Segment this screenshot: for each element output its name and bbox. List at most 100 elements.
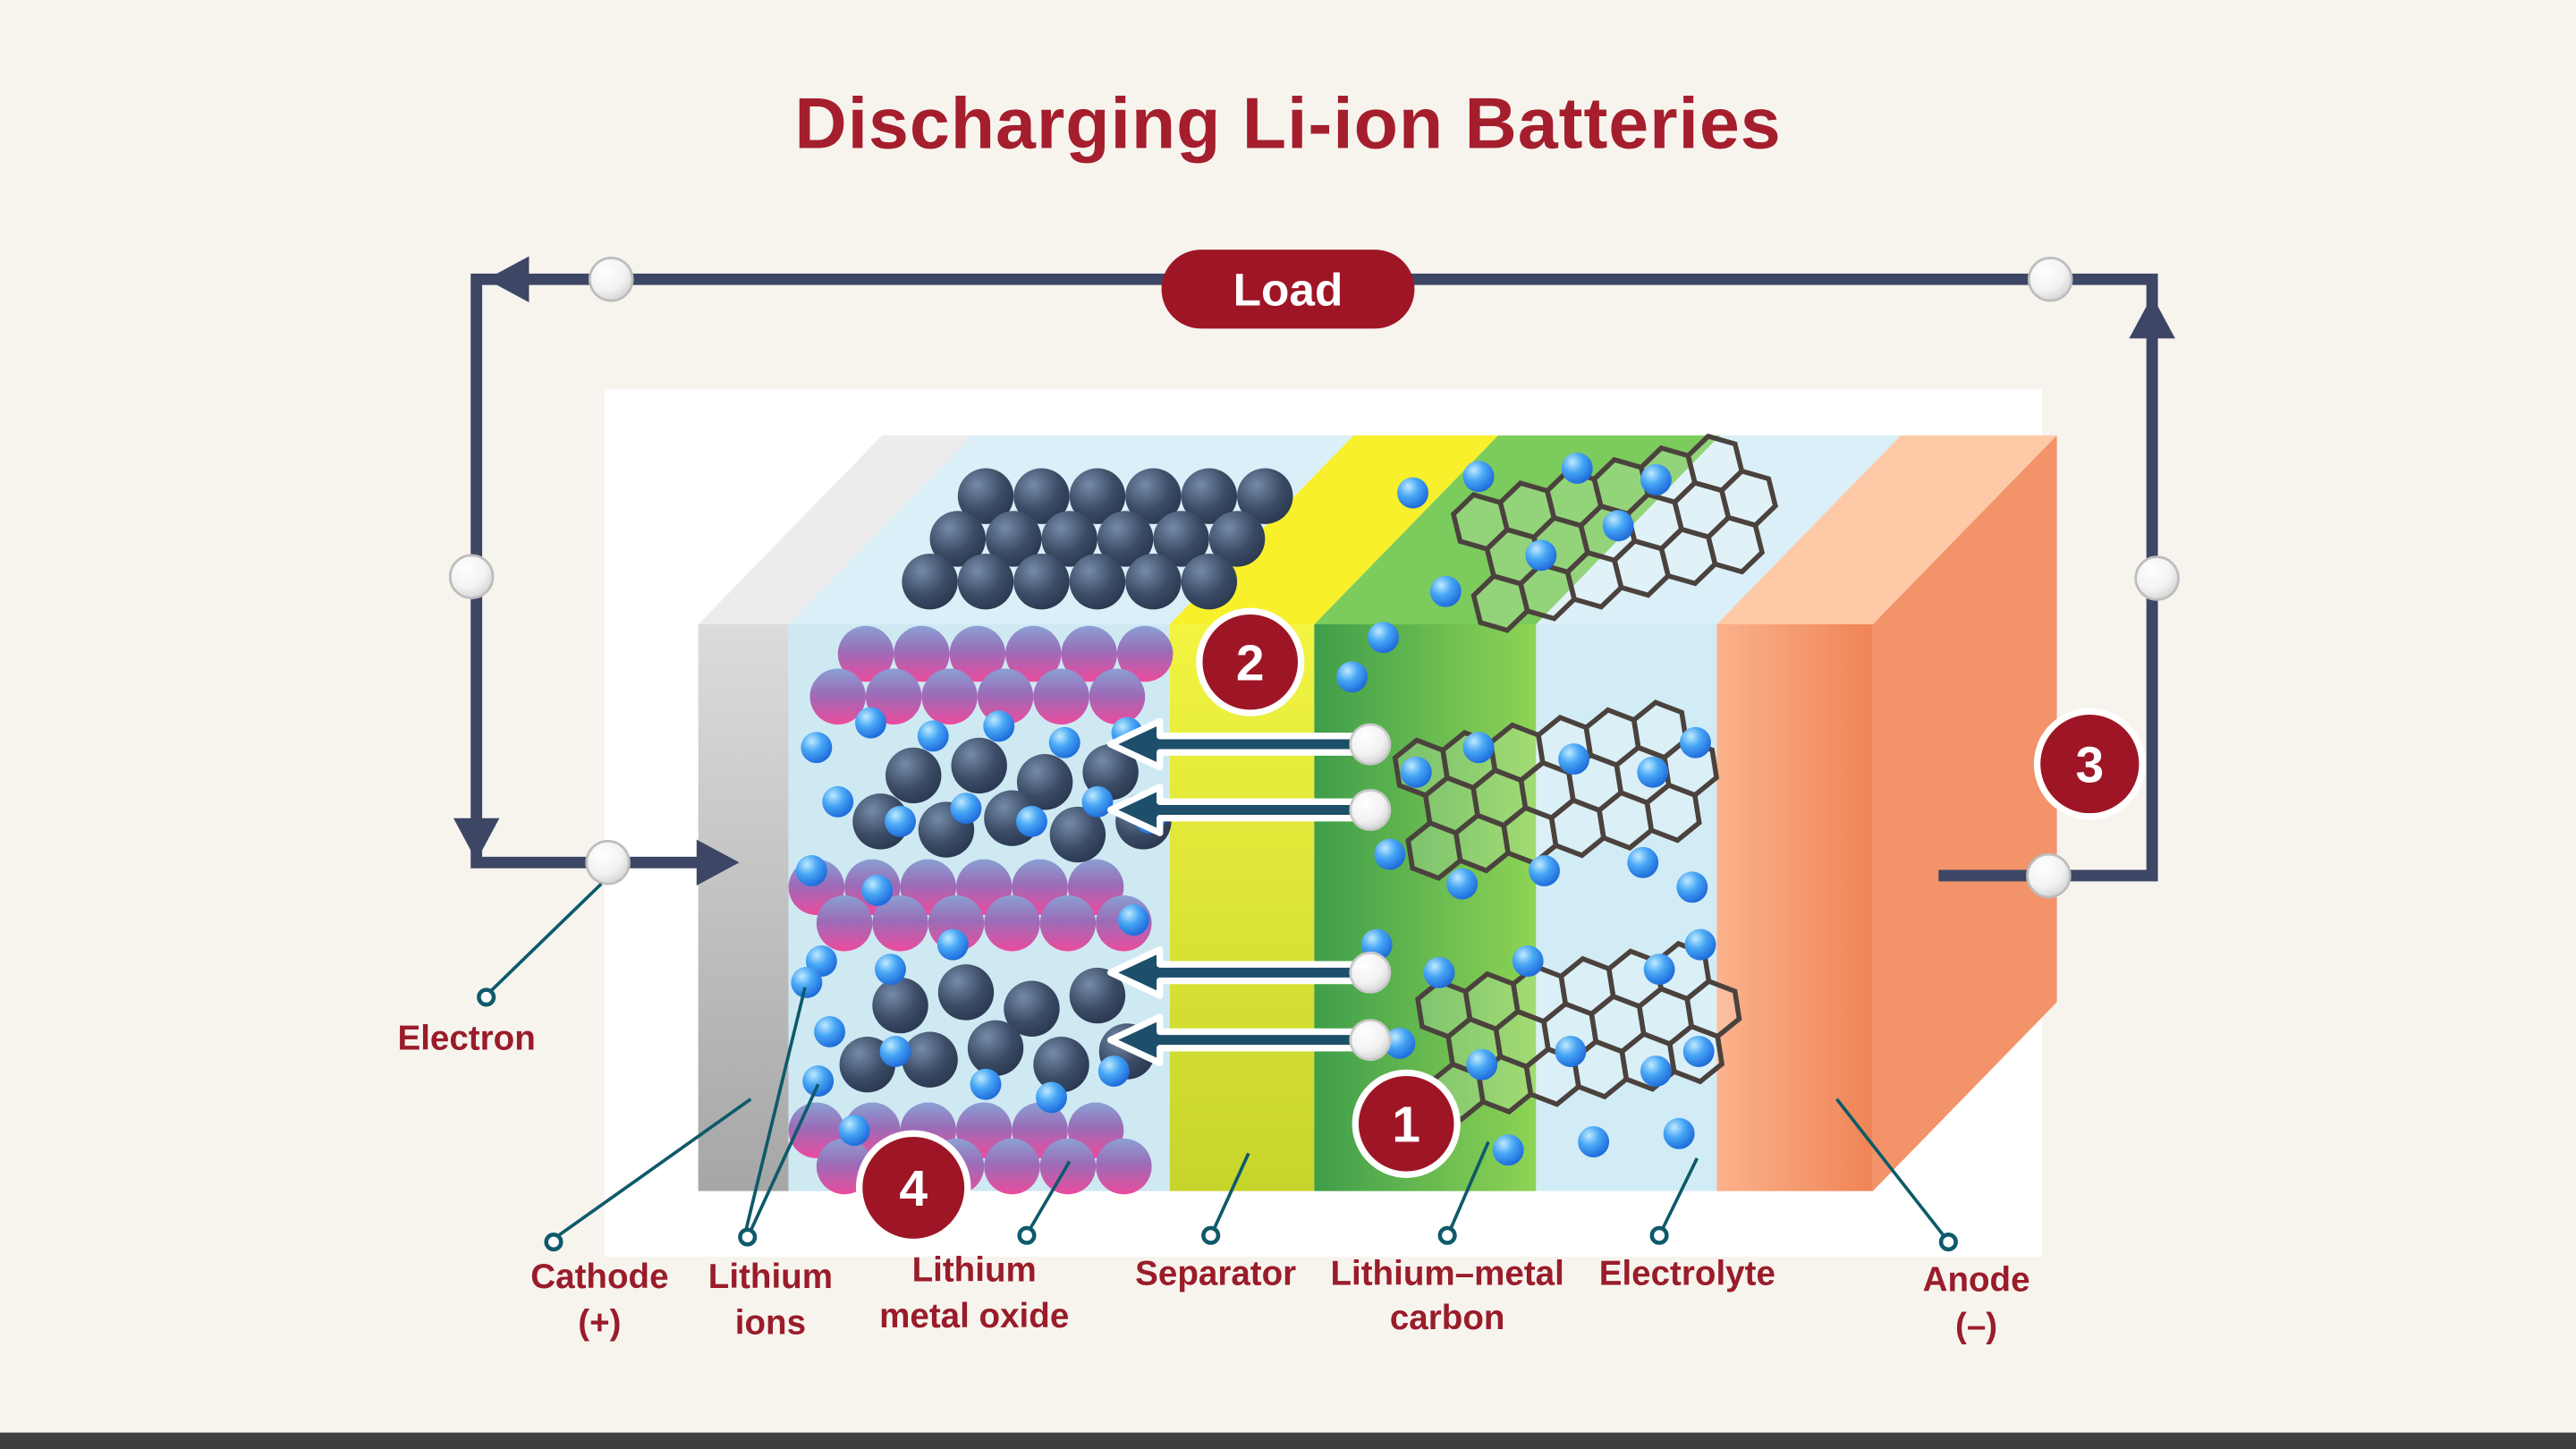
lithium-ion-sphere xyxy=(838,1114,870,1147)
electron-sphere xyxy=(589,256,634,302)
lithium-ion-sphere xyxy=(1400,756,1432,788)
electron-flow-arrow-into-cathode xyxy=(696,839,740,886)
lithium-metal-oxide-sphere xyxy=(809,668,866,724)
lithium-metal-oxide-sphere xyxy=(1061,625,1117,682)
step-1-number: 1 xyxy=(1392,1097,1420,1154)
ion-sphere xyxy=(1349,1019,1392,1062)
metal-oxide-sphere xyxy=(1016,754,1073,810)
lithium-ion-sphere xyxy=(1466,1048,1498,1080)
lithium-metal-oxide-sphere xyxy=(1089,668,1146,724)
lithium-ion-sphere xyxy=(1676,871,1708,903)
lithium-ion-sphere xyxy=(970,1068,1002,1100)
electron-sphere xyxy=(448,554,495,599)
metal-oxide-sphere xyxy=(1237,468,1293,524)
metal-oxide-sphere xyxy=(957,468,1014,524)
lithium-ion-sphere xyxy=(1117,904,1149,936)
separator-label: Separator xyxy=(1135,1254,1296,1292)
page-title: Discharging Li-ion Batteries xyxy=(794,83,1781,164)
lithium-ion-sphere xyxy=(822,785,854,818)
lithium-ion-sphere xyxy=(1640,1055,1672,1087)
lithium-metal-oxide-sphere xyxy=(1033,668,1089,724)
lithium-ion-sphere xyxy=(950,792,982,825)
ion-flow-arrow xyxy=(1106,717,1370,771)
cathode-label-line1: Cathode xyxy=(530,1258,668,1296)
lithium-ion-sphere xyxy=(1561,453,1593,484)
lithium-ion-sphere xyxy=(791,966,823,998)
lithium-ion-sphere xyxy=(1684,928,1716,961)
lithium-ion-sphere xyxy=(1423,956,1455,988)
lithium-ion-sphere xyxy=(983,710,1015,742)
lithium-ion-sphere xyxy=(1462,461,1495,493)
lithium-metal-oxide-sphere xyxy=(921,668,978,724)
lithium-ion-sphere xyxy=(1384,1027,1416,1059)
lithium-metal-oxide-sphere xyxy=(984,895,1040,952)
lithium-ion-sphere xyxy=(795,855,827,886)
lithium-ion-sphere xyxy=(1368,622,1399,654)
step-badges: 2 1 3 4 xyxy=(855,607,2146,1246)
lithium-ion-sphere xyxy=(885,805,916,837)
metal-oxide-sphere xyxy=(886,747,942,804)
electron-flow-arrow-up xyxy=(2129,295,2175,339)
lithium-metal-oxide-sphere xyxy=(977,668,1034,724)
lithium-metal-oxide-sphere xyxy=(1005,625,1062,682)
lithium-metal-oxide-sphere xyxy=(949,625,1006,682)
step-4-badge xyxy=(855,1130,971,1246)
metal-oxide-sphere xyxy=(951,737,1007,794)
metal-oxide-sphere xyxy=(986,511,1042,567)
load-pill xyxy=(1161,250,1415,329)
metal-oxide-sphere xyxy=(957,553,1014,610)
metal-oxide-sphere xyxy=(1041,511,1097,567)
step-3-badge xyxy=(2033,708,2146,820)
lithium-ions-label-line2: ions xyxy=(735,1303,806,1342)
ion-flow-arrow xyxy=(1106,1013,1370,1067)
lithium-ion-sphere xyxy=(1640,463,1672,496)
lithium-ion-sphere xyxy=(861,875,894,906)
ion-flow-arrow xyxy=(1106,945,1370,999)
bottom-edge-strip xyxy=(0,1432,2576,1449)
lithium-ions-label-line1: Lithium xyxy=(708,1258,833,1296)
lithium-ion-sphere xyxy=(1558,743,1590,775)
metal-oxide-sphere xyxy=(937,964,995,1021)
lithium-metal-oxide-label-line1: Lithium xyxy=(912,1251,1037,1290)
lithium-ion-sphere xyxy=(1036,1081,1067,1114)
lithium-metal-oxide-sphere xyxy=(894,625,950,682)
electrolyte-label: Electrolyte xyxy=(1599,1254,1775,1292)
anode-label-line1: Anode xyxy=(1923,1261,2030,1300)
lithium-ion-sphere xyxy=(1462,732,1495,764)
lithium-ion-sphere xyxy=(875,953,906,986)
lithium-ion-sphere xyxy=(879,1036,911,1067)
anode-plate-front xyxy=(1716,623,1873,1191)
lithium-ion-sphere xyxy=(1081,785,1114,818)
carbon-hex-cluster xyxy=(1392,699,1720,881)
metal-oxide-sphere xyxy=(967,1020,1024,1077)
ion-flow-arrows xyxy=(1106,717,1392,1067)
anode-label-line2: (–) xyxy=(1955,1307,1997,1345)
metal-oxide-sphere xyxy=(1082,744,1139,801)
anode-plate-top xyxy=(1716,435,2057,624)
load-label: Load xyxy=(1233,264,1343,316)
lithium-metal-oxide-sphere xyxy=(1039,895,1097,952)
lithium-ion-sphere xyxy=(1336,661,1368,693)
step-2-number: 2 xyxy=(1236,634,1265,691)
metal-oxide-sphere xyxy=(1181,553,1238,610)
lithium-ion-sphere xyxy=(1643,953,1675,986)
ion-sphere xyxy=(1349,723,1392,766)
metal-oxide-sphere xyxy=(1013,468,1070,524)
lithium-ion-sphere xyxy=(1555,1036,1587,1067)
metal-oxide-sphere xyxy=(1069,967,1126,1024)
lithium-ion-sphere xyxy=(936,928,969,961)
lithium-ion-sphere xyxy=(814,1016,845,1047)
electrolyte-front xyxy=(1536,623,1717,1191)
lithium-metal-carbon-label-line2: carbon xyxy=(1390,1299,1505,1337)
electron-sphere xyxy=(2027,256,2073,302)
lithium-ion-sphere xyxy=(1512,945,1544,977)
electron-sphere xyxy=(2134,555,2180,601)
lithium-ion-sphere xyxy=(1529,855,1560,886)
metal-oxide-sphere xyxy=(1097,511,1154,567)
lithium-ion-sphere xyxy=(801,732,833,764)
lithium-ion-sphere xyxy=(1446,868,1479,900)
lithium-ion-sphere xyxy=(1048,726,1080,758)
step-3-number: 3 xyxy=(2075,736,2104,793)
metal-oxide-sphere xyxy=(902,553,958,610)
